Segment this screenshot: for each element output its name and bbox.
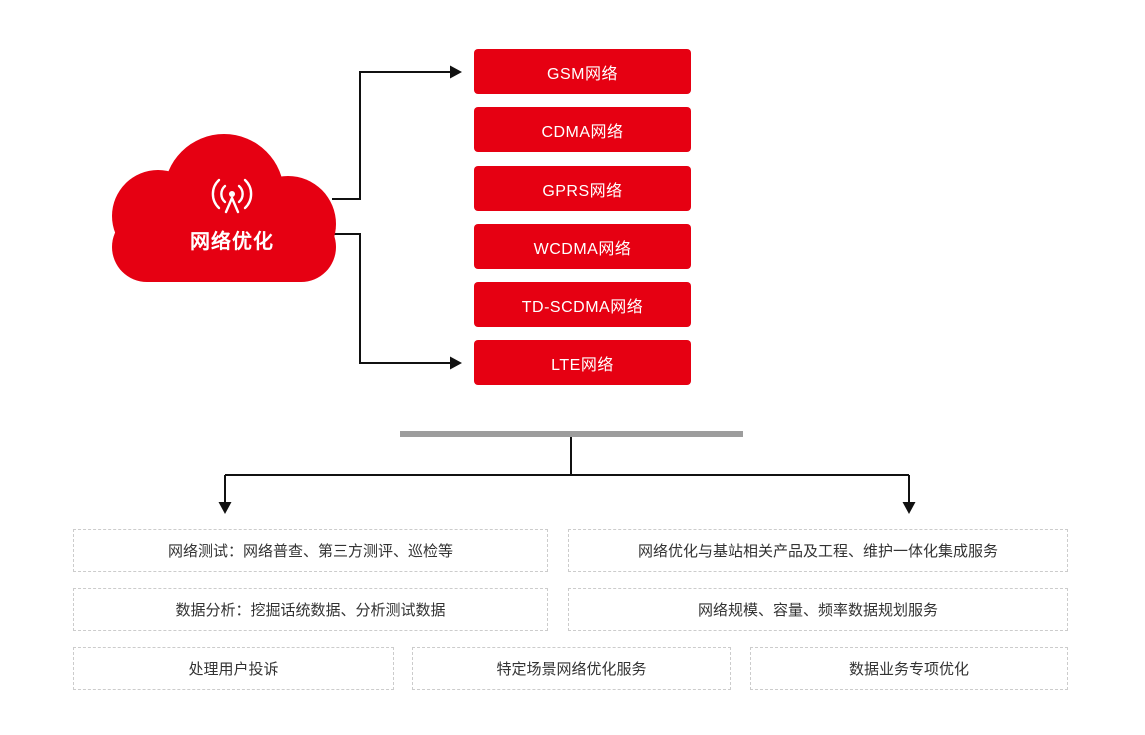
arrowhead-gsm [450, 65, 462, 79]
network-box-label: GPRS网络 [542, 182, 623, 200]
network-box-label: LTE网络 [551, 356, 614, 374]
service-box-text: 数据业务专项优化 [848, 661, 969, 678]
cloud-shape [112, 134, 336, 282]
network-box-td-scdma: TD-SCDMA网络 [474, 282, 691, 327]
separator-bar [400, 431, 743, 437]
service-box-network-planning: 网络规模、容量、频率数据规划服务 [568, 588, 1068, 631]
network-box-gprs: GPRS网络 [474, 166, 691, 211]
service-box-network-testing: 网络测试：网络普查、第三方测评、巡检等 [73, 529, 548, 572]
network-box-label: TD-SCDMA网络 [521, 298, 644, 316]
network-box-gsm: GSM网络 [474, 49, 691, 94]
arrowhead-lte [450, 356, 462, 370]
service-box-text: 处理用户投诉 [188, 661, 279, 678]
arrowhead-left [218, 502, 232, 514]
network-box-wcdma: WCDMA网络 [474, 224, 691, 269]
service-box-scenario-optimization: 特定场景网络优化服务 [412, 647, 731, 690]
network-box-label: WCDMA网络 [533, 240, 632, 258]
network-box-lte: LTE网络 [474, 340, 691, 385]
service-box-data-analysis: 数据分析：挖掘话统数据、分析测试数据 [73, 588, 548, 631]
service-box-text: 网络测试：网络普查、第三方测评、巡检等 [167, 543, 453, 560]
service-box-integration-service: 网络优化与基站相关产品及工程、维护一体化集成服务 [568, 529, 1068, 572]
cloud-label: 网络优化 [190, 231, 274, 253]
arrowhead-right [902, 502, 916, 514]
service-box-text: 网络优化与基站相关产品及工程、维护一体化集成服务 [637, 543, 998, 560]
service-box-text: 网络规模、容量、频率数据规划服务 [697, 602, 938, 619]
service-box-data-business-optimization: 数据业务专项优化 [750, 647, 1068, 690]
broadcast-icon [211, 178, 253, 214]
service-box-text: 特定场景网络优化服务 [496, 661, 647, 678]
network-box-label: CDMA网络 [541, 123, 624, 141]
service-box-text: 数据分析：挖掘话统数据、分析测试数据 [175, 602, 446, 619]
network-box-cdma: CDMA网络 [474, 107, 691, 152]
service-box-user-complaints: 处理用户投诉 [73, 647, 394, 690]
network-optimization-cloud: 网络优化 [106, 124, 340, 288]
network-box-label: GSM网络 [547, 65, 618, 83]
